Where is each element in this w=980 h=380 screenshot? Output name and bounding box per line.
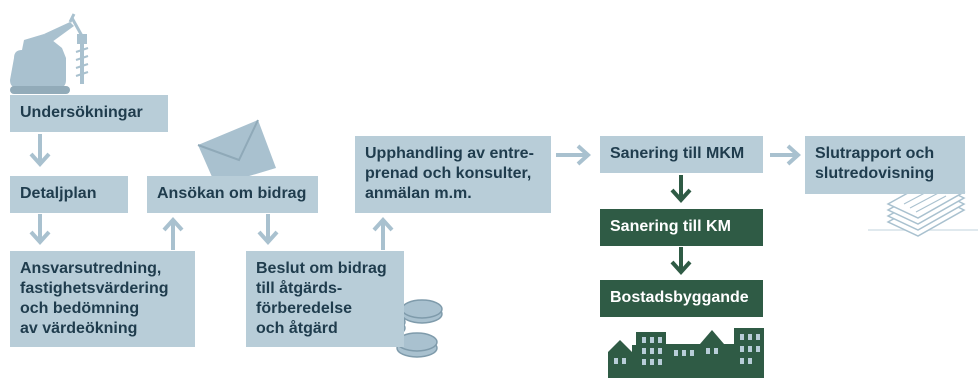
arrow-down-3 xyxy=(257,214,279,245)
box-detaljplan: Detaljplan xyxy=(10,176,128,213)
arrow-up-1 xyxy=(162,217,184,250)
box-ansokan-label: Ansökan om bidrag xyxy=(157,185,307,202)
box-ansvarsutredning: Ansvarsutredning, fastighetsvärdering oc… xyxy=(10,251,195,347)
arrow-right-1 xyxy=(556,144,591,166)
box-ansokan: Ansökan om bidrag xyxy=(147,176,318,213)
excavator-icon xyxy=(10,13,89,94)
arrow-right-2 xyxy=(770,144,801,166)
box-upphandling: Upphandling av entre- prenad och konsult… xyxy=(355,136,551,213)
box-slutrapport: Slutrapport och slutredovisning xyxy=(805,136,965,194)
box-bostadsbyggande: Bostadsbyggande xyxy=(600,280,763,317)
arrow-down-2 xyxy=(29,214,51,245)
box-beslut-label: Beslut om bidrag till åtgärds- förberede… xyxy=(256,260,387,337)
envelope-icon xyxy=(197,119,276,186)
box-ansvarsutredning-label: Ansvarsutredning, fastighetsvärdering oc… xyxy=(20,260,169,337)
box-undersokningar: Undersökningar xyxy=(10,95,168,132)
buildings-icon xyxy=(608,328,764,378)
box-beslut: Beslut om bidrag till åtgärds- förberede… xyxy=(246,251,404,347)
box-sanering-km: Sanering till KM xyxy=(600,209,763,246)
arrow-up-2 xyxy=(372,217,394,250)
box-detaljplan-label: Detaljplan xyxy=(20,185,97,202)
box-sanering-mkm: Sanering till MKM xyxy=(600,136,763,173)
box-bostadsbyggande-label: Bostadsbyggande xyxy=(610,289,749,306)
arrow-down-1 xyxy=(29,134,51,167)
box-sanering-km-label: Sanering till KM xyxy=(610,218,731,235)
box-upphandling-label: Upphandling av entre- prenad och konsult… xyxy=(365,145,534,202)
box-slutrapport-label: Slutrapport och slutredovisning xyxy=(815,145,935,182)
arrow-down-dark-1 xyxy=(670,175,692,203)
arrow-down-dark-2 xyxy=(670,247,692,275)
box-undersokningar-label: Undersökningar xyxy=(20,104,143,121)
box-sanering-mkm-label: Sanering till MKM xyxy=(610,145,745,162)
